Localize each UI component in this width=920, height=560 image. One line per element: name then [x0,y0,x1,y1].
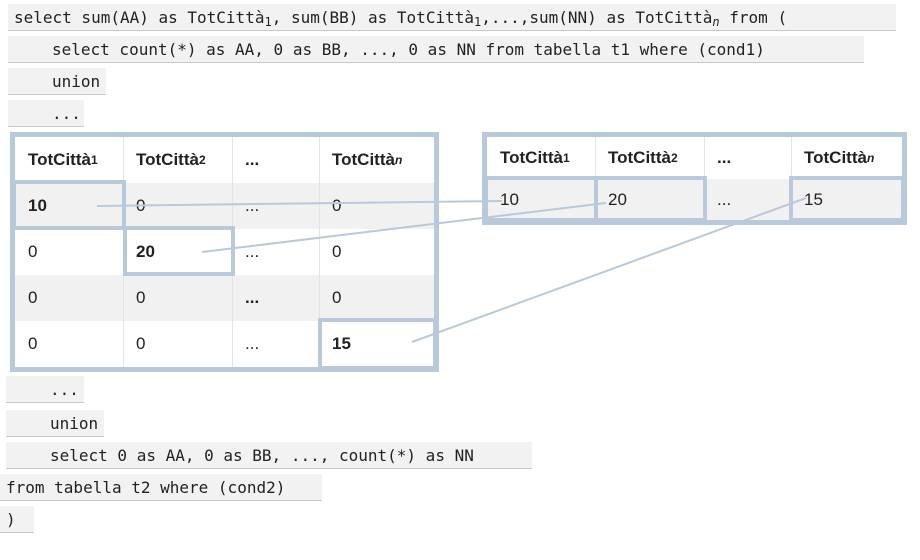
connector-line-n [411,197,807,343]
header-text: ... [245,150,260,169]
subscript: n [712,15,720,29]
left-r3-c2: 0 [123,275,232,321]
left-r1-c3: ... [232,183,319,229]
header-text: TotCittà [608,148,671,167]
right-header-3: ... [704,137,791,179]
subscript: n [866,151,875,165]
left-r2-c1: 0 [28,242,38,261]
header-text: TotCittà [500,148,563,167]
highlight-result-n [789,176,905,222]
left-r4-c4: 15 [332,334,351,353]
subscript: 1 [90,153,98,167]
right-r1-c2: 20 [595,179,704,220]
highlight-cell-2 [123,226,235,276]
header-text: TotCittà [804,148,867,167]
code-line-1: select sum(AA) as TotCittà1, sum(BB) as … [8,4,896,31]
subscript: 1 [562,151,570,165]
header-text: ... [717,148,732,167]
code-line-1-part-c: ,...,sum(NN) as TotCittà [481,8,713,27]
code-line-8: from tabella t2 where (cond2) [0,474,322,501]
highlight-cell-n [318,318,437,370]
code-line-9: ) [0,506,34,533]
left-r3-c4: 0 [319,275,434,321]
left-r3-c1: 0 [15,275,123,321]
left-r4-c2: 0 [136,334,146,353]
code-line-5: ... [6,376,84,403]
header-text: TotCittà [332,150,395,169]
connector-line-1 [96,200,503,207]
code-line-2: select count(*) as AA, 0 as BB, ..., 0 a… [8,36,864,63]
right-r1-c3: ... [704,179,791,220]
right-r1-c4: 15 [791,179,902,220]
code-line-1-part-a: select sum(AA) as TotCittà [14,8,265,27]
subscript: 2 [198,153,206,167]
subscript: 1 [264,15,272,29]
left-col-separator [319,137,320,367]
code-line-6: union [6,410,104,437]
subscript: 2 [670,151,678,165]
left-r4-c1: 0 [28,334,38,353]
connector-line-2 [201,202,607,253]
code-line-3: union [8,68,106,95]
subscript: 1 [473,15,482,29]
left-r2-c2: 20 [136,242,155,261]
left-r1-c4: 0 [319,183,434,229]
header-text: TotCittà [136,150,199,169]
code-line-1-part-d: from ( [719,8,788,27]
highlight-result-2 [594,176,707,222]
header-text: TotCittà [28,150,91,169]
left-r3-c3: ... [232,275,319,321]
left-r4-c3: ... [245,334,260,353]
left-header-3: ... [232,137,319,183]
code-line-7: select 0 as AA, 0 as BB, ..., count(*) a… [6,442,532,469]
right-r1-c1: 10 [487,179,595,220]
code-line-4: ... [8,100,84,127]
subscript: n [394,153,403,167]
code-line-1-part-b: , sum(BB) as TotCittà [271,8,474,27]
left-r2-c4: 0 [332,242,342,261]
